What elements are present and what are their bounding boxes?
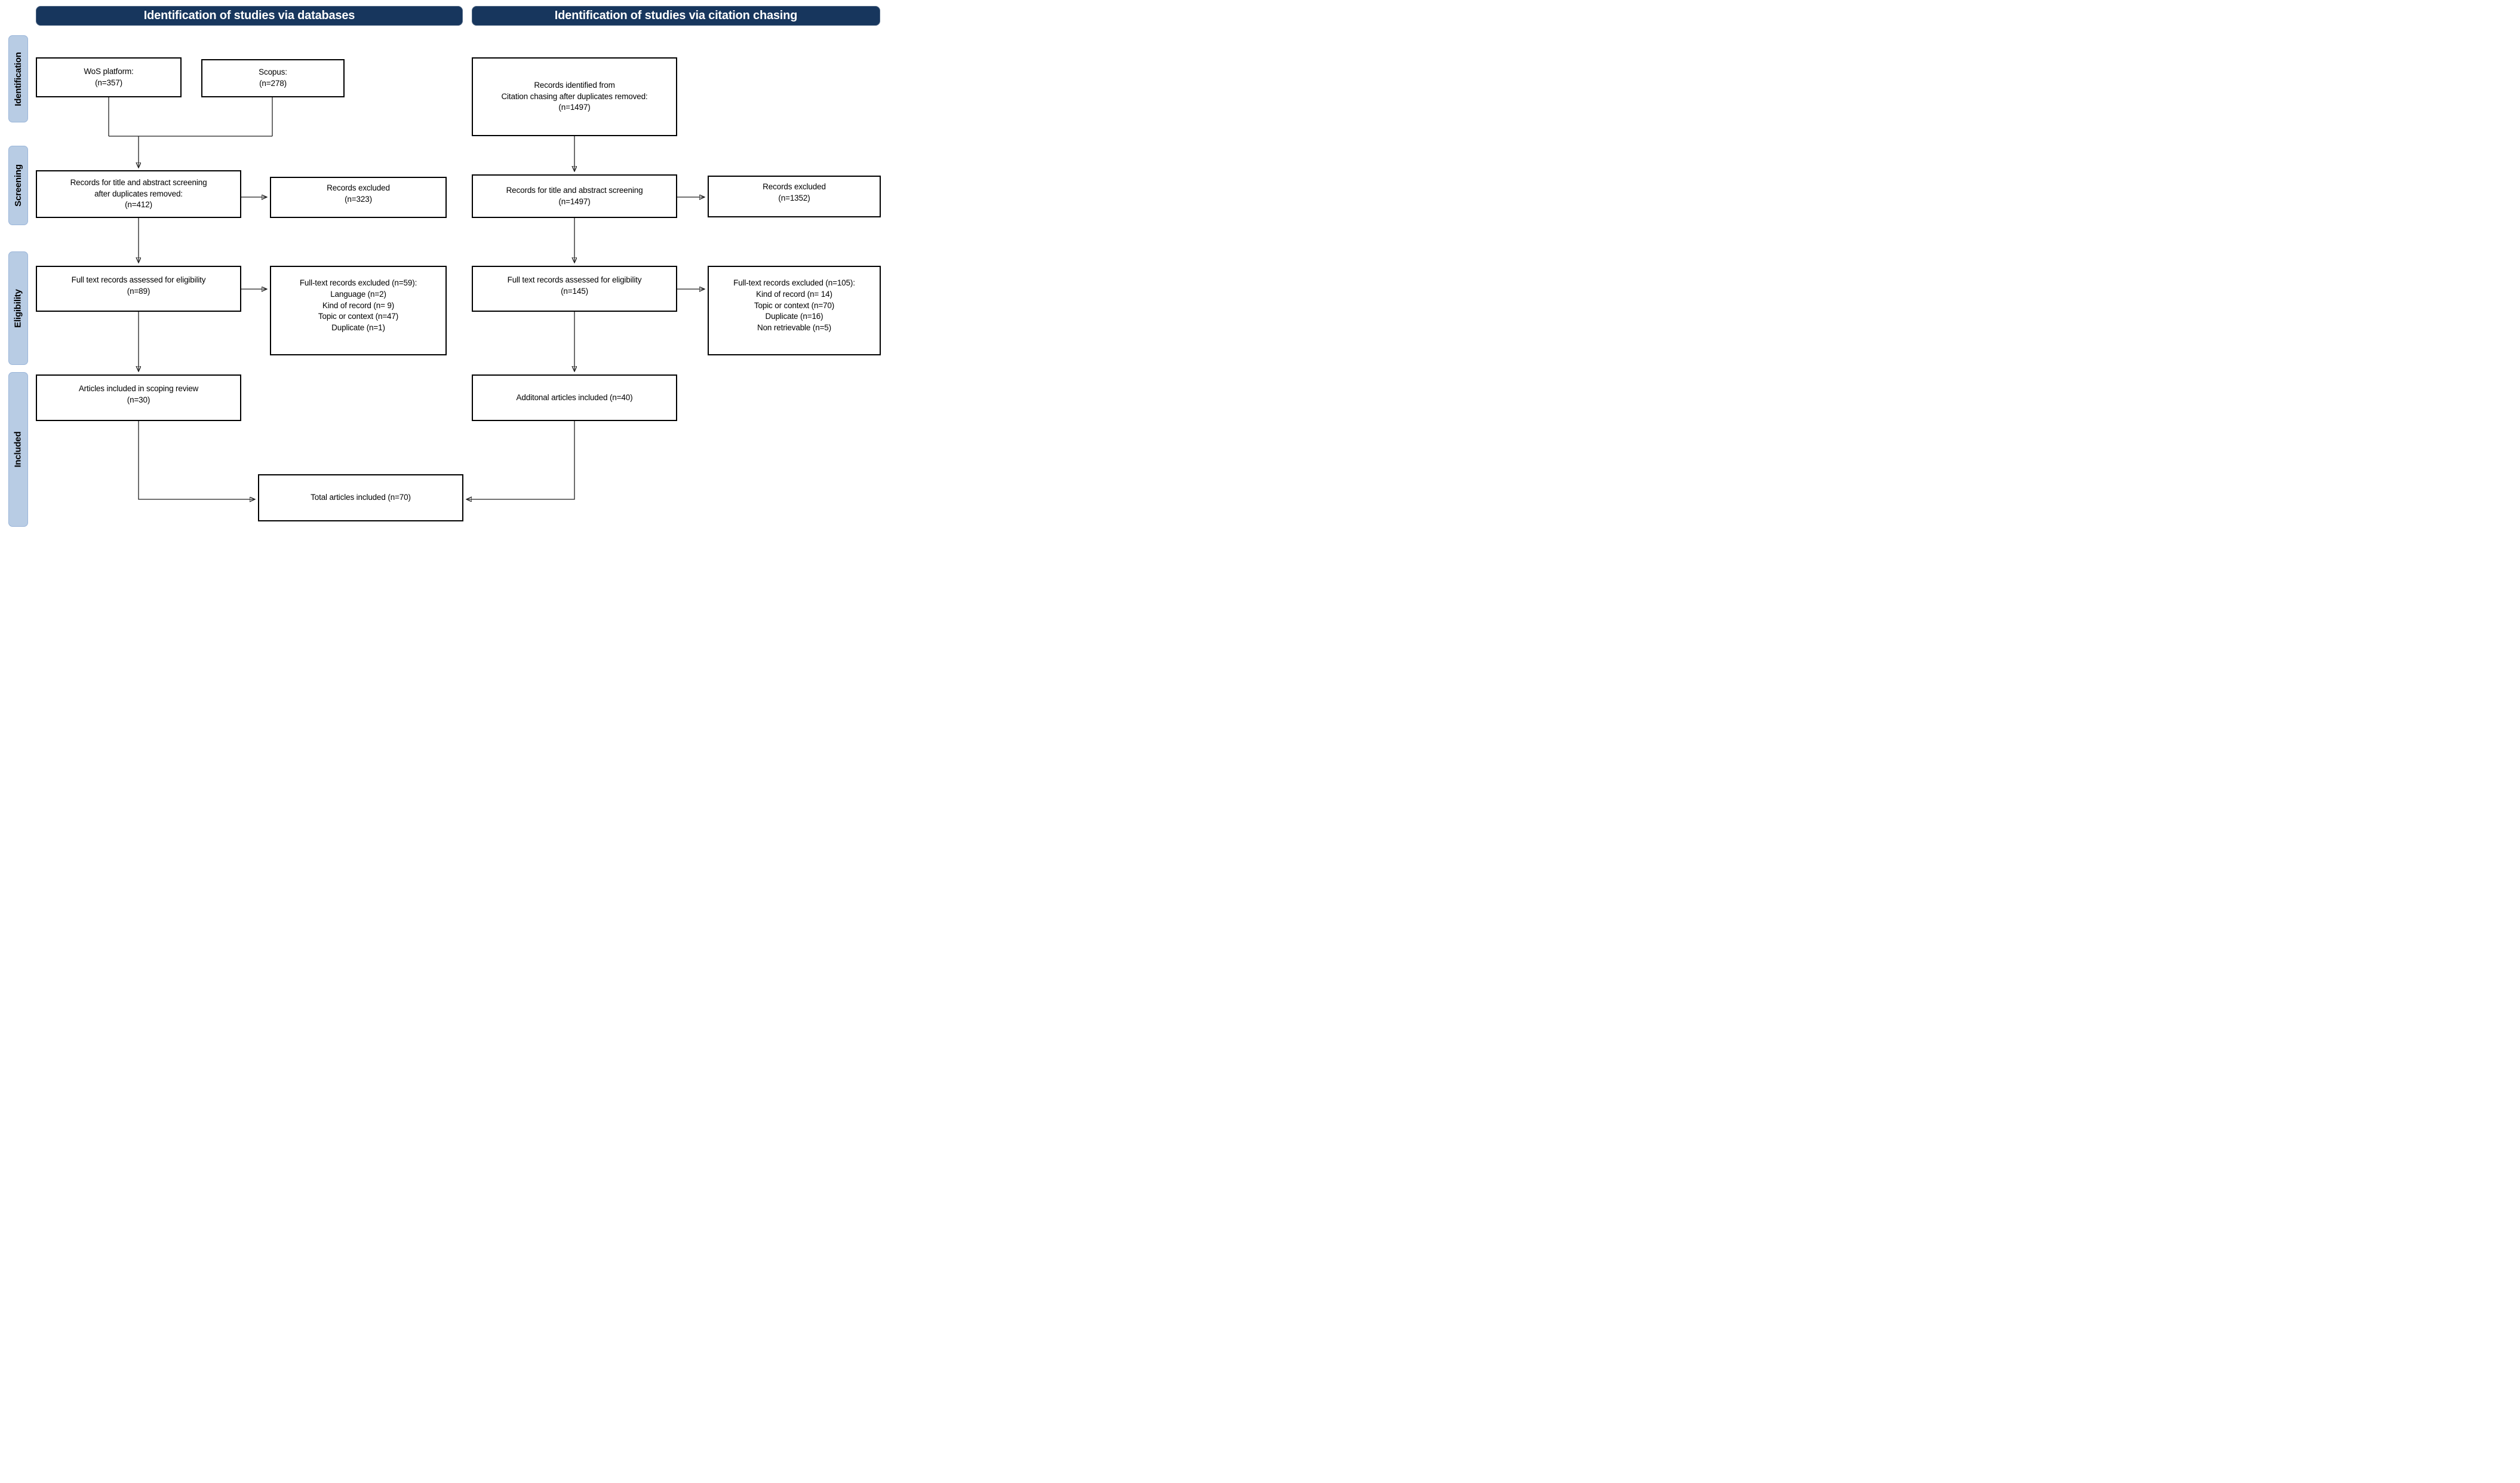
box-text-line: Records for title and abstract screening [70,178,207,188]
box-text-line: Records for title and abstract screening [506,185,643,195]
box-db-title-abstract-screening: Records for title and abstract screening… [36,170,241,218]
box-text-line: Kind of record (n= 14) [756,290,832,299]
box-text-line: (n=1497) [558,103,591,112]
box-text-line: Duplicate (n=1) [331,323,385,332]
box-text-line: WoS platform: [84,66,134,76]
box-text-line: Full text records assessed for eligibili… [71,275,206,284]
box-cc-records-excluded: Records excluded (n=1352) [708,176,881,217]
stage-eligibility-label: Eligibility [13,288,24,328]
stage-screening: Screening [8,146,28,225]
box-text-line: (n=323) [345,194,372,204]
box-text-line: Language (n=2) [330,290,386,299]
box-text-line: Additonal articles included (n=40) [516,392,633,402]
stage-included: Included [8,372,28,527]
box-text-line: Articles included in scoping review [78,384,199,394]
banner-databases: Identification of studies via databases [36,6,463,26]
box-cc-records-identified: Records identified from Citation chasing… [472,57,677,136]
banner-citation-chasing: Identification of studies via citation c… [472,6,880,26]
box-db-fulltext-excluded: Full-text records excluded (n=59): Langu… [270,266,447,355]
box-text-line: Full-text records excluded (n=59): [299,278,417,288]
box-text-line: Citation chasing after duplicates remove… [501,91,648,101]
stage-screening-label: Screening [13,164,24,207]
box-text-line: Scopus: [259,67,287,77]
box-text-line: (n=278) [259,79,287,88]
box-text-line: (n=1352) [778,194,810,202]
box-text-line: (n=357) [95,78,122,87]
box-text-line: Non retrievable (n=5) [757,323,832,332]
box-text-line: (n=145) [561,286,588,296]
box-cc-title-abstract-screening: Records for title and abstract screening… [472,174,677,218]
prisma-flow-diagram: Identification of studies via databases … [0,0,896,527]
box-db-records-excluded: Records excluded (n=323) [270,177,447,218]
box-text-line: Records identified from [534,81,615,90]
stage-identification: Identification [8,35,28,122]
box-cc-fulltext-assessed: Full text records assessed for eligibili… [472,266,677,312]
box-wos-platform: WoS platform: (n=357) [36,57,182,97]
box-db-articles-included: Articles included in scoping review (n=3… [36,374,241,421]
box-text-line: Topic or context (n=70) [754,300,835,310]
box-db-fulltext-assessed: Full text records assessed for eligibili… [36,266,241,312]
box-text-line: after duplicates removed: [94,189,183,198]
box-total-articles-included: Total articles included (n=70) [258,474,463,521]
box-text-line: (n=30) [127,395,150,404]
arrow-cc-included-to-total [467,421,575,499]
box-text-line: Records excluded [327,183,390,192]
box-text-line: (n=1497) [558,196,591,206]
stage-identification-label: Identification [13,51,24,106]
box-text-line: (n=89) [127,286,150,296]
box-text-line: Kind of record (n= 9) [322,300,395,310]
box-cc-fulltext-excluded: Full-text records excluded (n=105): Kind… [708,266,881,355]
box-text-line: Total articles included (n=70) [311,493,411,502]
box-text-line: Duplicate (n=16) [765,312,823,321]
arrow-db-included-to-total [138,421,254,499]
stage-eligibility: Eligibility [8,251,28,365]
box-text-line: Topic or context (n=47) [318,312,399,321]
box-text-line: Full-text records excluded (n=105): [733,278,855,288]
box-text-line: (n=412) [125,200,152,210]
stage-included-label: Included [13,431,24,468]
box-text-line: Full text records assessed for eligibili… [507,275,642,284]
box-cc-additional-articles: Additonal articles included (n=40) [472,374,677,421]
box-text-line: Records excluded [763,182,826,192]
box-scopus: Scopus: (n=278) [201,59,345,97]
